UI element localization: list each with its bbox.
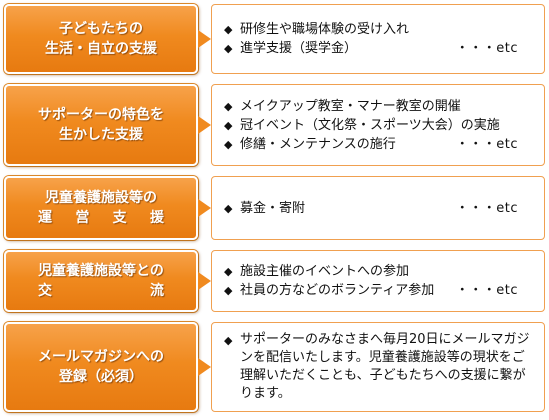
bullet-icon: ◆	[224, 265, 233, 278]
arrow-icon	[198, 116, 211, 134]
label-char: 交	[38, 283, 52, 299]
list-item: ◆ 募金・寄附 ・・・etc	[224, 199, 536, 218]
item-text: 冠イベント（文化祭・スポーツ大会）の実施	[240, 117, 500, 133]
list-item: ◆ 研修生や職場体験の受け入れ	[224, 20, 536, 39]
arrow-icon	[198, 30, 211, 48]
label-char: 営	[75, 210, 90, 226]
label-line: メールマガジンへの	[38, 349, 164, 365]
label-line: 生活・自立の支援	[45, 41, 157, 57]
content-box: ◆ メイクアップ教室・マナー教室の開催 ◆ 冠イベント（文化祭・スポーツ大会）の…	[211, 84, 545, 166]
item-text: 研修生や職場体験の受け入れ	[240, 22, 410, 37]
item-text: 修繕・メンテナンスの施行	[240, 136, 396, 152]
item-text: 募金・寄附	[240, 200, 306, 216]
row-facility-operation: 児童養護施設等の 運 営 支 援 ◆ 募金・寄附 ・・・etc	[4, 176, 545, 240]
label-line-spread: 交流	[38, 281, 164, 301]
bullet-icon: ◆	[224, 118, 233, 132]
bullet-icon: ◆	[224, 334, 233, 347]
etc-label: ・・・etc	[455, 41, 518, 56]
list-item: ◆ 進学支援（奨学金） ・・・etc	[224, 39, 536, 58]
list-item: ◆ 施設主催のイベントへの参加	[224, 262, 536, 281]
list-item: ◆ メイクアップ教室・マナー教室の開催	[224, 97, 536, 116]
bullet-icon: ◆	[224, 99, 233, 113]
arrow-icon	[198, 272, 211, 290]
bullet-icon: ◆	[224, 137, 233, 151]
bullet-icon: ◆	[224, 284, 233, 297]
item-text: 施設主催のイベントへの参加	[240, 264, 410, 279]
label-box: 児童養護施設等の 運 営 支 援	[4, 176, 198, 240]
label-line: 子どもたちの	[59, 21, 143, 37]
label-box: 児童養護施設等との 交流	[4, 250, 198, 312]
arrow-icon	[198, 199, 211, 217]
label-box: サポーターの特色を 生かした支援	[4, 84, 198, 166]
content-box: ◆ 施設主催のイベントへの参加 ◆ 社員の方などのボランティア参加 ・・・etc	[211, 250, 545, 312]
row-supporter-features: サポーターの特色を 生かした支援 ◆ メイクアップ教室・マナー教室の開催 ◆ 冠…	[4, 84, 545, 166]
label-line: 登録（必須）	[59, 369, 143, 385]
bullet-icon: ◆	[224, 23, 233, 36]
label-line: サポーターの特色を	[38, 107, 164, 123]
description-paragraph: ◆ サポーターのみなさまへ毎月20日にメールマガジンを配信いたします。児童養護施…	[224, 331, 536, 403]
content-box: ◆ サポーターのみなさまへ毎月20日にメールマガジンを配信いたします。児童養護施…	[211, 322, 545, 412]
item-text: 社員の方などのボランティア参加	[240, 283, 435, 298]
etc-label: ・・・etc	[455, 200, 518, 216]
item-text: メイクアップ教室・マナー教室の開催	[240, 98, 461, 114]
etc-label: ・・・etc	[455, 283, 518, 298]
label-char: 支	[112, 210, 127, 226]
label-line-spread: 運営支援	[38, 208, 164, 228]
item-text: 進学支援（奨学金）	[240, 41, 358, 56]
row-mail-magazine: メールマガジンへの 登録（必須） ◆ サポーターのみなさまへ毎月20日にメールマ…	[4, 322, 545, 412]
list-item: ◆ 修繕・メンテナンスの施行 ・・・etc	[224, 135, 536, 154]
item-text: サポーターのみなさまへ毎月20日にメールマガジンを配信いたします。児童養護施設等…	[240, 332, 530, 401]
content-box: ◆ 募金・寄附 ・・・etc	[211, 176, 545, 240]
label-line: 生かした支援	[59, 127, 143, 143]
list-item: ◆ 冠イベント（文化祭・スポーツ大会）の実施	[224, 116, 536, 135]
etc-label: ・・・etc	[455, 136, 518, 152]
label-char: 流	[150, 283, 164, 299]
label-box: メールマガジンへの 登録（必須）	[4, 322, 198, 412]
row-facility-exchange: 児童養護施設等との 交流 ◆ 施設主催のイベントへの参加 ◆ 社員の方などのボラ…	[4, 250, 545, 312]
bullet-icon: ◆	[224, 201, 233, 215]
label-char: 運	[38, 210, 52, 226]
row-support-children: 子どもたちの 生活・自立の支援 ◆ 研修生や職場体験の受け入れ ◆ 進学支援（奨…	[4, 4, 545, 74]
label-char: 援	[149, 210, 164, 226]
arrow-icon	[198, 358, 211, 376]
content-box: ◆ 研修生や職場体験の受け入れ ◆ 進学支援（奨学金） ・・・etc	[211, 4, 545, 74]
label-box: 子どもたちの 生活・自立の支援	[4, 4, 198, 74]
list-item: ◆ 社員の方などのボランティア参加 ・・・etc	[224, 281, 536, 300]
bullet-icon: ◆	[224, 42, 233, 55]
label-line: 児童養護施設等の	[45, 190, 157, 206]
label-line: 児童養護施設等との	[38, 263, 164, 279]
